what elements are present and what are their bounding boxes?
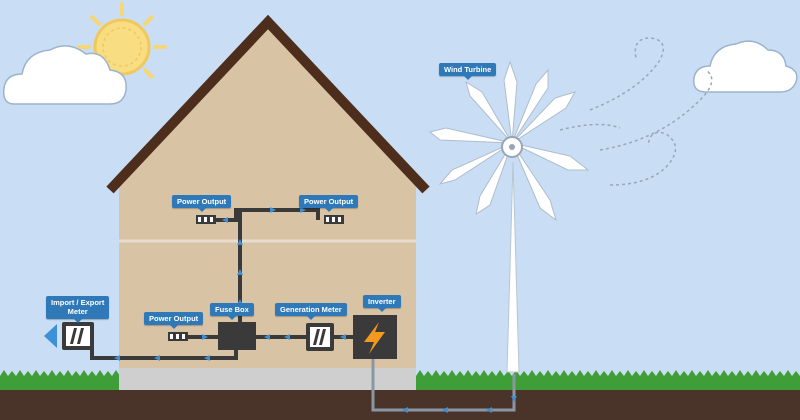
house — [106, 14, 430, 390]
sun-icon — [77, 2, 167, 92]
power-socket-icon — [324, 215, 344, 224]
cloud-icon — [2, 45, 127, 105]
export-arrow-icon — [44, 324, 57, 348]
wind-swirl-icon — [559, 37, 713, 186]
soil — [0, 390, 800, 420]
foundation — [119, 368, 416, 390]
inverter-unit — [353, 315, 397, 359]
cloud-icon — [693, 40, 798, 93]
power-output-label: Power Output — [172, 195, 232, 213]
underground-cable — [371, 358, 517, 413]
roof — [106, 14, 430, 194]
import-export-meter-label-line2: Meter — [67, 307, 88, 317]
wind-turbine-label: Wind Turbine — [439, 63, 497, 81]
power-output-label: Power Output — [299, 195, 359, 213]
lightning-bolt-icon — [364, 322, 385, 354]
power-output-label: Power Output — [144, 312, 204, 330]
import-export-meter-label: Import / Export Meter — [46, 296, 110, 323]
fuse-box-icon — [218, 322, 256, 350]
meter-icon — [62, 322, 94, 350]
import-export-meter-label-line1: Import / Export — [51, 298, 105, 307]
inverter-label: Inverter — [363, 295, 401, 313]
meter-icon — [306, 323, 334, 351]
wind-turbine — [428, 60, 590, 373]
power-socket-icon — [168, 332, 188, 341]
generation-meter-label: Generation Meter — [275, 303, 347, 321]
fuse-box-label: Fuse Box — [210, 303, 254, 321]
power-socket-icon — [196, 215, 216, 224]
